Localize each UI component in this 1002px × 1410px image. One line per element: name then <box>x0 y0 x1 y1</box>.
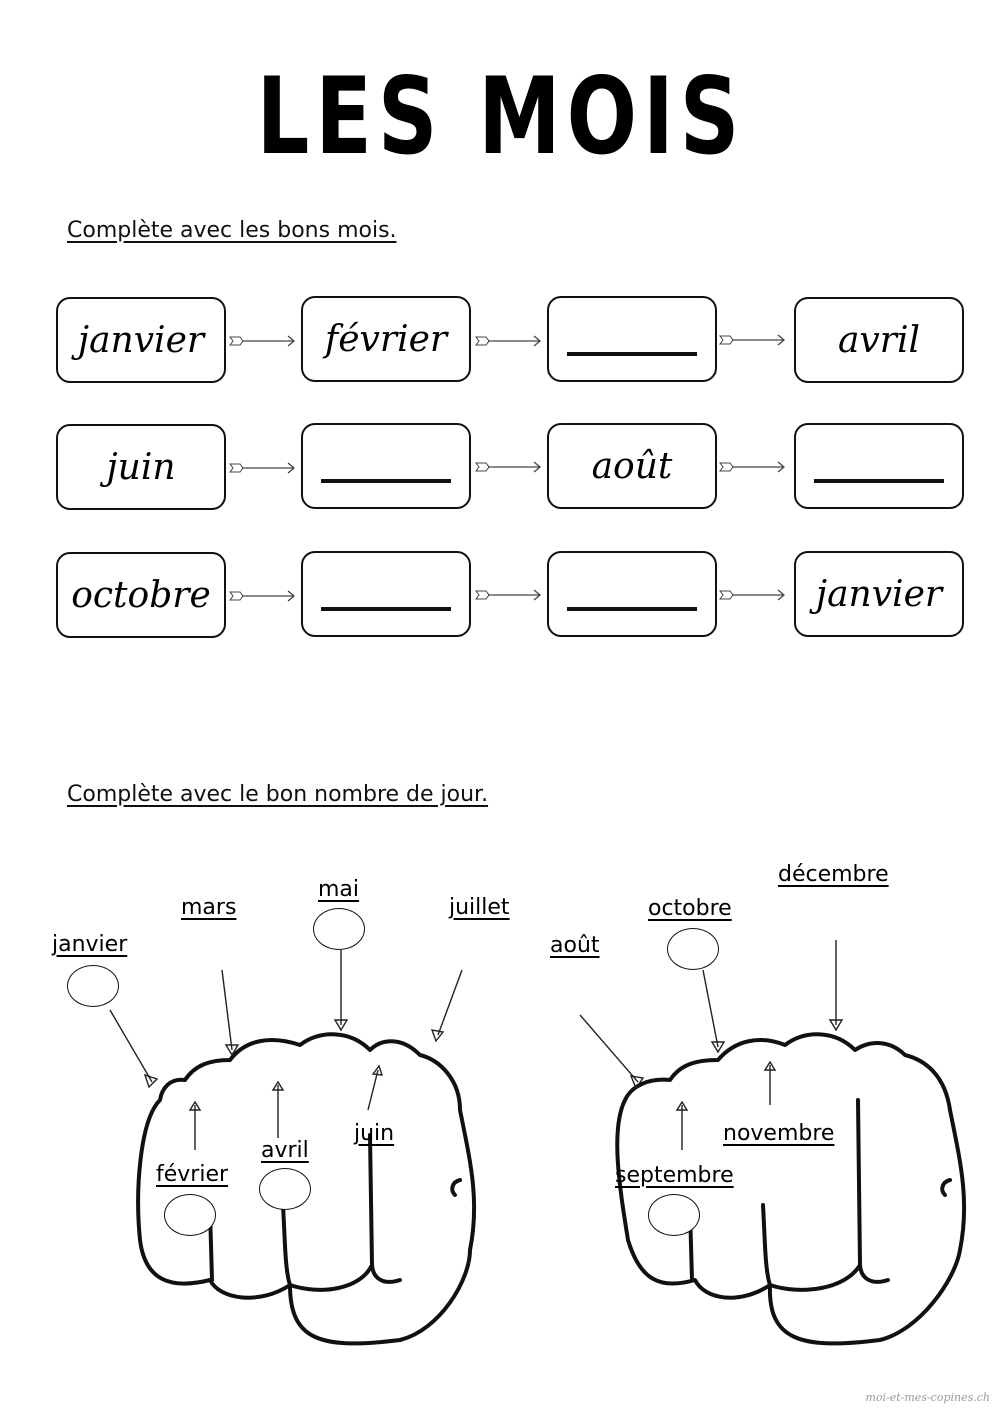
arrow-icon <box>475 589 542 601</box>
month-label: avril <box>261 1138 309 1163</box>
answer-line[interactable] <box>567 607 697 611</box>
month-box: octobre <box>56 552 226 638</box>
month-box-blank[interactable] <box>547 551 717 637</box>
month-label: mai <box>318 877 360 902</box>
month-text: janvier <box>815 573 943 615</box>
answer-circle[interactable] <box>259 1168 311 1210</box>
month-text: janvier <box>77 319 205 361</box>
answer-circle[interactable] <box>313 908 365 950</box>
month-label: juin <box>354 1121 395 1146</box>
answer-circle[interactable] <box>67 965 119 1007</box>
answer-line[interactable] <box>567 352 697 356</box>
month-label: août <box>550 933 600 958</box>
arrow-icon <box>229 462 296 474</box>
arrow-icon <box>229 335 296 347</box>
answer-circle[interactable] <box>648 1194 700 1236</box>
month-box: juin <box>56 424 226 510</box>
month-label: novembre <box>723 1121 835 1146</box>
arrow-icon <box>719 461 786 473</box>
month-label: septembre <box>615 1163 734 1188</box>
answer-circle[interactable] <box>164 1194 216 1236</box>
month-box: février <box>301 296 471 382</box>
month-box: août <box>547 423 717 509</box>
instruction-days: Complète avec le bon nombre de jour. <box>67 782 489 807</box>
answer-line[interactable] <box>814 479 944 483</box>
month-label: février <box>156 1162 229 1187</box>
left-fist-illustration <box>109 950 477 1346</box>
instruction-months: Complète avec les bons mois. <box>67 218 397 243</box>
arrow-icon <box>229 590 296 602</box>
arrow-icon <box>719 589 786 601</box>
arrow-icon <box>719 334 786 346</box>
arrow-icon <box>475 335 542 347</box>
month-box-blank[interactable] <box>794 423 964 509</box>
month-text: août <box>591 445 673 487</box>
month-box-blank[interactable] <box>301 551 471 637</box>
month-text: juin <box>106 446 176 488</box>
month-text: février <box>324 318 448 360</box>
right-fist-illustration <box>579 940 967 1346</box>
answer-line[interactable] <box>321 607 451 611</box>
month-text: avril <box>837 319 921 361</box>
answer-line[interactable] <box>321 479 451 483</box>
month-text: octobre <box>71 574 211 616</box>
month-box-blank[interactable] <box>301 423 471 509</box>
month-label: octobre <box>648 896 732 921</box>
answer-circle[interactable] <box>667 928 719 970</box>
month-label: janvier <box>52 932 128 957</box>
month-box-blank[interactable] <box>547 296 717 382</box>
footer-credit: moi-et-mes-copines.ch <box>865 1391 990 1404</box>
month-box: avril <box>794 297 964 383</box>
page-title: LES MOIS <box>256 55 746 179</box>
arrow-icon <box>475 461 542 473</box>
month-box: janvier <box>794 551 964 637</box>
month-box: janvier <box>56 297 226 383</box>
month-label: juillet <box>449 895 510 920</box>
month-label: décembre <box>778 862 889 887</box>
month-label: mars <box>181 895 237 920</box>
